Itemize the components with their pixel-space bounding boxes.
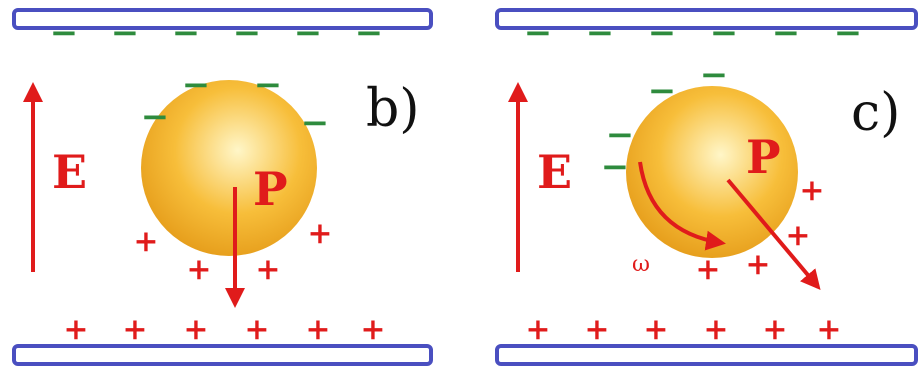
rotation-label-omega: ω xyxy=(632,252,650,277)
bottom-plate-plus-charges: + + + + + + xyxy=(525,312,841,347)
bottom-plate xyxy=(495,344,918,366)
plus-charge: + xyxy=(695,252,720,287)
minus-charge: − xyxy=(301,103,330,143)
minus-charge: − xyxy=(172,13,201,53)
plus-charge: + xyxy=(133,224,158,259)
panel-c: − − − − − − + + + + + + E − − − xyxy=(495,8,918,366)
top-plate xyxy=(12,8,433,30)
field-label-e: E xyxy=(537,145,572,199)
minus-charge: − xyxy=(111,13,140,53)
minus-charge: − xyxy=(586,13,615,53)
plus-charge: + xyxy=(525,312,550,347)
sphere-plus-charges: + + + + xyxy=(695,173,824,287)
sphere-plus-charges: + + + + xyxy=(133,216,332,287)
plus-charge: + xyxy=(244,312,269,347)
dipole-label-p: P xyxy=(746,130,781,184)
minus-charge: − xyxy=(700,55,729,95)
plus-charge: + xyxy=(255,252,280,287)
plus-charge: + xyxy=(183,312,208,347)
top-plate-minus-charges: − − − − − − xyxy=(50,13,384,53)
bottom-plate-plus-charges: + + + + + + xyxy=(63,312,385,347)
plus-charge: + xyxy=(360,312,385,347)
minus-charge: − xyxy=(524,13,553,53)
minus-charge: − xyxy=(772,13,801,53)
minus-charge: − xyxy=(254,65,283,105)
top-plate xyxy=(495,8,918,30)
panel-b: − − − − − − + + + + + + E − − − xyxy=(12,8,433,366)
minus-charge: − xyxy=(710,13,739,53)
minus-charge: − xyxy=(233,13,262,53)
field-label-e: E xyxy=(52,145,87,199)
sphere-minus-charges: − − − − xyxy=(141,65,330,143)
plus-charge: + xyxy=(305,312,330,347)
plus-charge: + xyxy=(643,312,668,347)
sphere-minus-charges: − − − − xyxy=(601,55,729,187)
minus-charge: − xyxy=(606,115,635,155)
plus-charge: + xyxy=(816,312,841,347)
top-plate-minus-charges: − − − − − − xyxy=(524,13,863,53)
bottom-plate xyxy=(12,344,433,366)
plus-charge: + xyxy=(307,216,332,251)
polarization-arrow xyxy=(726,178,821,291)
plus-charge: + xyxy=(186,252,211,287)
panel-label-b: b) xyxy=(366,79,420,139)
rotation-arrow xyxy=(638,161,726,251)
minus-charge: − xyxy=(50,13,79,53)
minus-charge: − xyxy=(648,71,677,111)
plus-charge: + xyxy=(799,173,824,208)
plus-charge: + xyxy=(122,312,147,347)
plus-charge: + xyxy=(785,218,810,253)
minus-charge: − xyxy=(834,13,863,53)
plus-charge: + xyxy=(762,312,787,347)
plus-charge: + xyxy=(703,312,728,347)
dielectric-sphere xyxy=(141,80,317,256)
dipole-label-p: P xyxy=(253,162,288,216)
minus-charge: − xyxy=(601,147,630,187)
minus-charge: − xyxy=(294,13,323,53)
minus-charge: − xyxy=(355,13,384,53)
minus-charge: − xyxy=(182,65,211,105)
plus-charge: + xyxy=(63,312,88,347)
minus-charge: − xyxy=(648,13,677,53)
plus-charge: + xyxy=(745,247,770,282)
plus-charge: + xyxy=(584,312,609,347)
panel-label-c: c) xyxy=(851,83,900,143)
minus-charge: − xyxy=(141,97,170,137)
